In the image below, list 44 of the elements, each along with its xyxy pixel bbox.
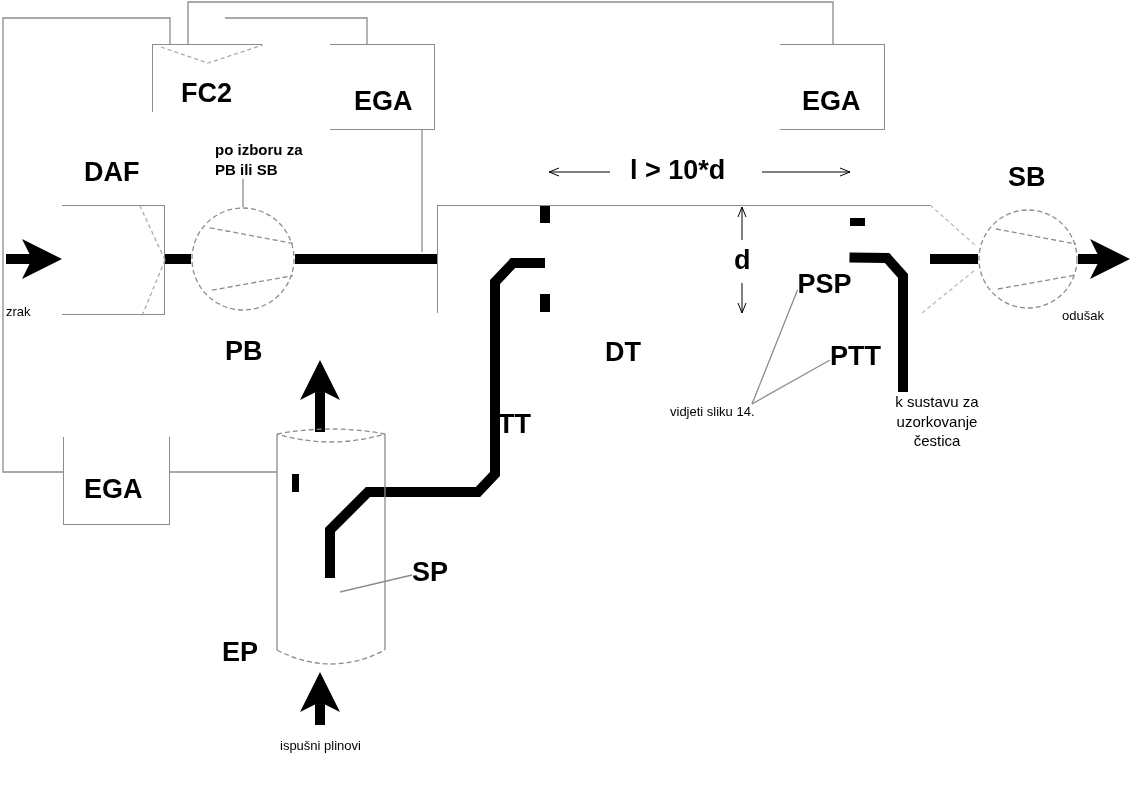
component-label: DT xyxy=(605,338,641,368)
signal-line xyxy=(187,1,834,45)
component-label: EP xyxy=(222,638,259,668)
flow-arrow xyxy=(6,239,62,279)
flow-arrow xyxy=(300,672,340,725)
flow-label: odušak xyxy=(1062,308,1104,324)
signal-line xyxy=(2,17,171,473)
pipe xyxy=(325,258,545,578)
component-label: SP xyxy=(412,558,449,588)
pipe xyxy=(165,254,191,264)
flow-arrow xyxy=(1078,239,1130,279)
signal-line xyxy=(421,129,423,253)
component-label: FC2 xyxy=(181,79,232,109)
dimension-label: d xyxy=(734,246,751,276)
signal-line xyxy=(169,471,278,473)
transition-line xyxy=(921,269,976,314)
component-label: EGA xyxy=(354,87,413,117)
analyzer-box xyxy=(330,44,435,130)
flow-label: ispušni plinovi xyxy=(280,738,361,754)
analyzer-box xyxy=(780,44,885,130)
signal-line xyxy=(224,17,368,45)
leader-line xyxy=(339,574,413,593)
note-text: po izboru za PB ili SB xyxy=(215,140,305,179)
component-label: PB xyxy=(225,337,263,367)
component-label: TT xyxy=(498,410,531,440)
component-label: DAF xyxy=(84,158,140,188)
controller-box xyxy=(152,44,262,112)
component-label: EGA xyxy=(84,475,143,505)
leader-line xyxy=(751,289,799,405)
note-text: k sustavu za uzorkovanje čestica xyxy=(872,392,1002,451)
component-label: EGA xyxy=(802,87,861,117)
flow-label: zrak xyxy=(6,304,31,320)
leader-line xyxy=(751,359,831,405)
pipe xyxy=(295,254,437,264)
component-label: PSP xyxy=(797,269,852,300)
dimension-label: l > 10*d xyxy=(630,156,726,186)
component-label: SB xyxy=(1008,163,1046,193)
transition-line xyxy=(929,204,976,246)
pipe xyxy=(930,254,978,264)
leader-line xyxy=(242,178,244,208)
analyzer-box xyxy=(63,437,170,525)
component-label: PTT xyxy=(830,342,881,372)
flow-arrow xyxy=(300,360,340,432)
note-text: vidjeti sliku 14. xyxy=(670,404,755,419)
